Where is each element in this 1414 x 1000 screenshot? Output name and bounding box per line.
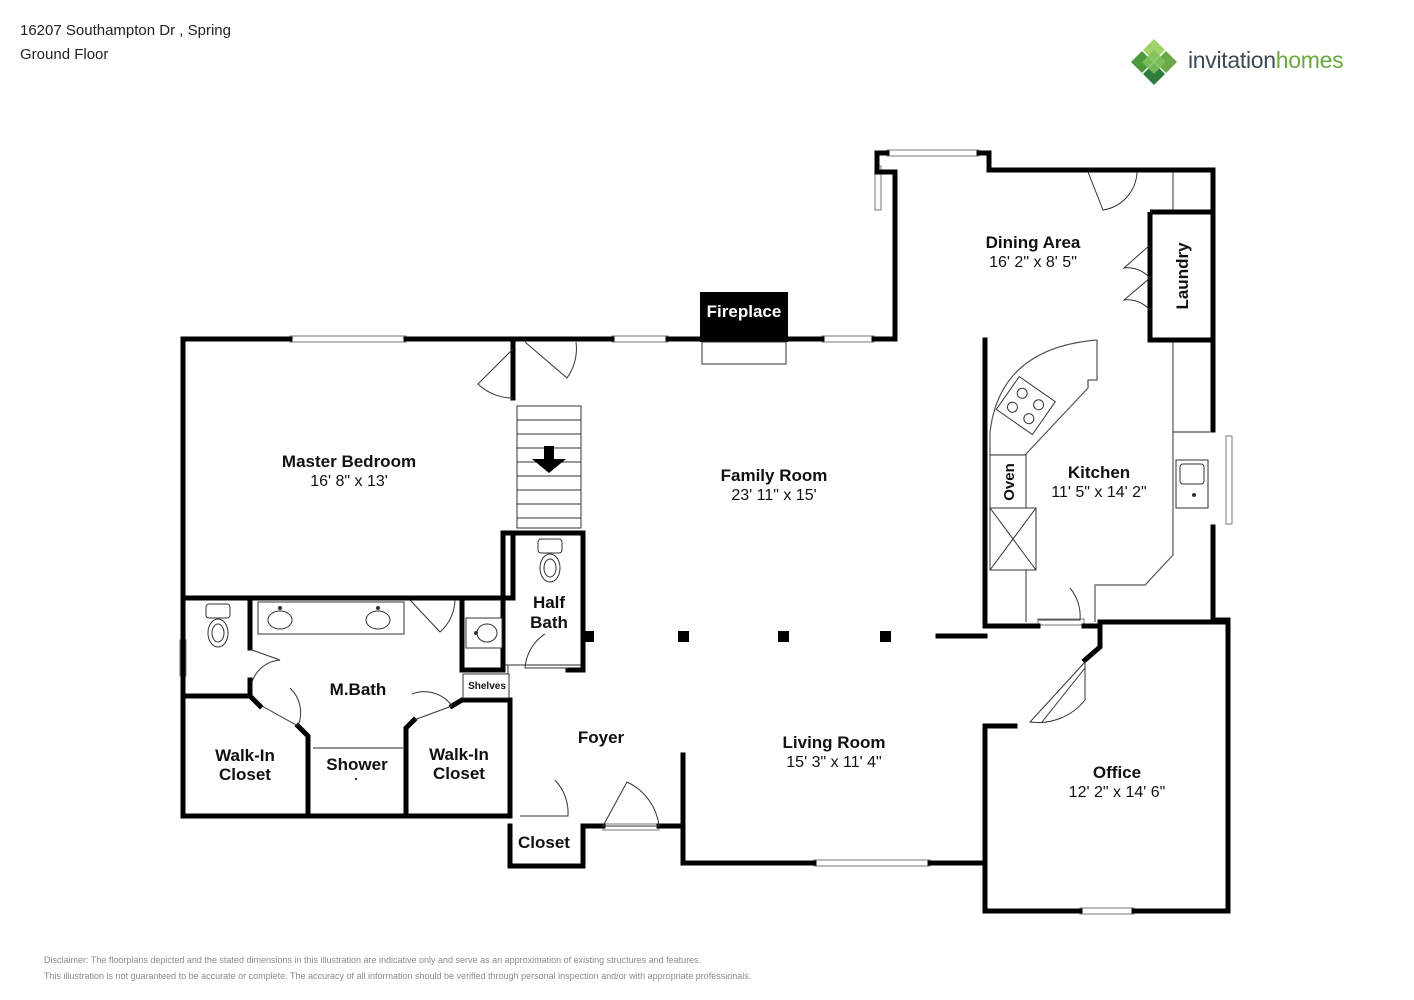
laundry-label: Laundry <box>1173 242 1192 310</box>
oven-label: Oven <box>1001 463 1018 501</box>
shelves-label: Shelves <box>468 681 506 692</box>
fireplace-label: Fireplace <box>707 302 782 321</box>
walk-in-closet-right-line2: Closet <box>433 764 485 783</box>
cooktop-icon <box>995 375 1057 436</box>
mbath-toilet-tank-icon <box>205 603 231 619</box>
walk-in-closet-left-line2: Closet <box>219 765 271 784</box>
family-room-dims: 23' 11" x 15' <box>731 487 816 504</box>
shower-label: Shower <box>326 755 388 774</box>
master-bedroom-dims: 16' 8" x 13' <box>310 473 388 490</box>
floor-label: Ground Floor <box>20 46 109 63</box>
half-bath-label-line1: Half <box>533 593 565 612</box>
half-bath-sink-icon <box>476 623 498 643</box>
stairs-down-arrow-icon <box>532 446 566 473</box>
mbath-sink-left-icon <box>267 610 293 630</box>
fireplace-block <box>700 292 788 342</box>
m-bath-label: M.Bath <box>330 680 387 699</box>
living-room-dims: 15' 3" x 11' 4" <box>786 754 881 771</box>
walk-in-closet-right-line1: Walk-In <box>429 745 489 764</box>
walk-in-closet-left-line1: Walk-In <box>215 746 275 765</box>
office-dims: 12' 2" x 14' 6" <box>1069 784 1166 801</box>
dining-area-label: Dining Area <box>986 233 1081 252</box>
office-label: Office <box>1093 763 1141 782</box>
living-room-label: Living Room <box>783 733 886 752</box>
logo-word-invitation: invitation <box>1188 47 1276 73</box>
disclaimer-line-2: This illustration is not guaranteed to b… <box>44 971 752 981</box>
mbath-sink-right-icon <box>365 610 391 630</box>
logo-word-homes: homes <box>1275 47 1344 73</box>
kitchen-label: Kitchen <box>1068 463 1130 482</box>
half-bath-toilet-tank-icon <box>537 538 563 554</box>
half-bath-label-line2: Bath <box>530 613 568 632</box>
master-bedroom-label: Master Bedroom <box>282 452 416 471</box>
kitchen-dims: 11' 5" x 14' 2" <box>1051 484 1146 501</box>
dining-area-dims: 16' 2" x 8' 5" <box>989 254 1077 271</box>
property-address: 16207 Southampton Dr , Spring <box>20 22 231 39</box>
family-room-label: Family Room <box>721 466 828 485</box>
company-logo-icon <box>1131 39 1177 85</box>
foyer-label: Foyer <box>578 728 625 747</box>
oven-cabinet <box>989 454 1027 509</box>
logo-wordmark: invitationhomes <box>1188 47 1344 74</box>
closet-label: Closet <box>518 833 570 852</box>
disclaimer-line-1: Disclaimer: The floorplans depicted and … <box>44 955 702 965</box>
